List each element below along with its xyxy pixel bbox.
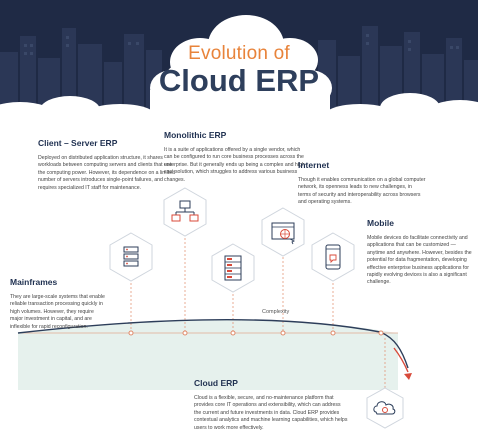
monolithic-title: Monolithic ERP [164, 130, 227, 140]
server-rack-icon [211, 243, 255, 293]
stage-client-server: Client – Server ERP Deployed on distribu… [38, 138, 176, 192]
network-icon [163, 187, 207, 237]
mobile-title: Mobile [367, 218, 394, 228]
title-cloud [150, 15, 332, 120]
cloud-settings-icon [366, 387, 404, 429]
internet-body: Though it enables communication on a glo… [298, 177, 426, 206]
mobile-body: Mobile devices do facilitate connectivit… [367, 235, 472, 286]
cloud-title: Cloud ERP [194, 378, 238, 388]
stage-monolithic: Monolithic ERP It is a suite of applicat… [164, 130, 310, 184]
stage-mainframes: Mainframes They are large-scale systems … [10, 277, 106, 331]
title-line-2: Cloud ERP [158, 63, 320, 98]
skyline-windows [24, 34, 459, 55]
monolithic-body: It is a suite of applications offered by… [164, 147, 307, 183]
complexity-area [18, 319, 398, 390]
stage-cloud: Cloud ERP Cloud is a flexible, secure, a… [194, 378, 348, 432]
mainframes-title: Mainframes [10, 277, 58, 287]
complexity-curve [17, 318, 409, 369]
header-banner [0, 0, 478, 120]
curve-label: Complexity [262, 309, 289, 315]
curve-red-end [393, 347, 409, 373]
internet-title: Internet [298, 160, 330, 170]
mainframe-icon [109, 232, 153, 282]
client-server-title: Client – Server ERP [38, 138, 118, 148]
web-browser-icon [261, 207, 305, 257]
title-line-1: Evolution of [188, 43, 290, 64]
stage-internet: Internet Though it enables communication… [298, 160, 426, 207]
mobile-phone-icon [311, 232, 355, 282]
curve-arrowhead [404, 373, 412, 380]
cloud-body: Cloud is a flexible, secure, and no-main… [194, 395, 348, 431]
mainframes-body: They are large-scale systems that enable… [10, 294, 105, 330]
stage-mobile: Mobile Mobile devices do facilitate conn… [367, 218, 473, 287]
timeline-dots [128, 330, 384, 336]
client-server-body: Deployed on distributed application stru… [38, 155, 175, 191]
